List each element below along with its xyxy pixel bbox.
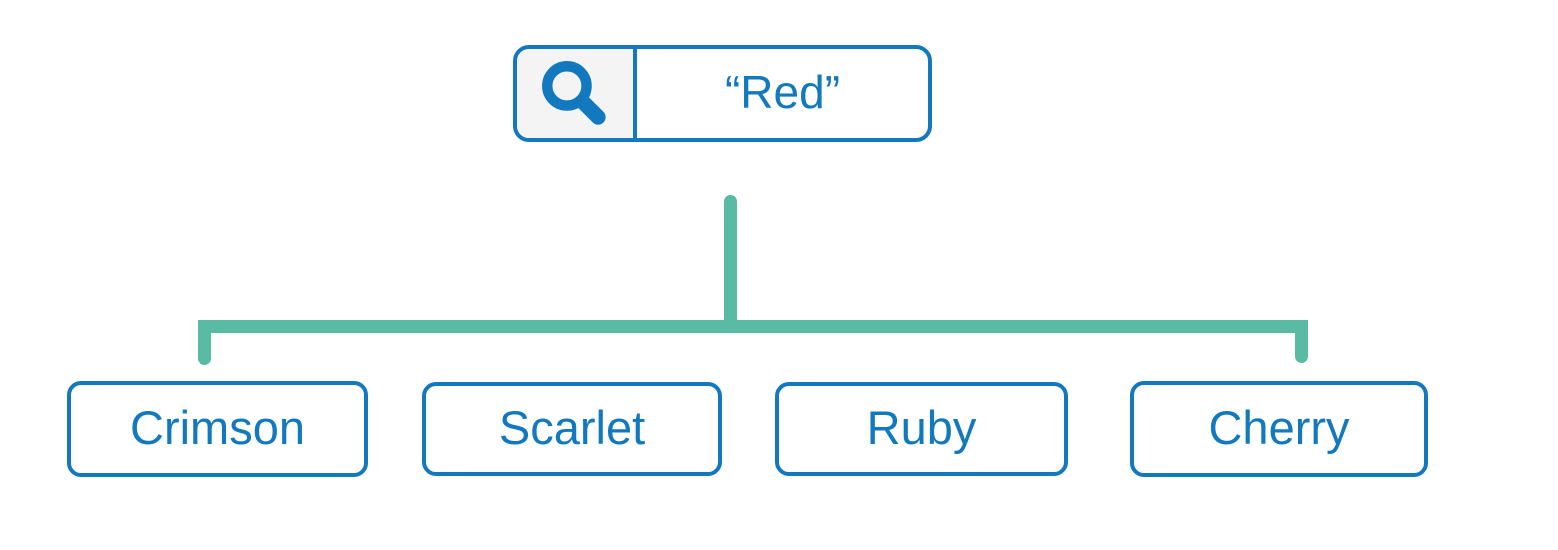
search-query-text[interactable]: “Red” [724, 65, 841, 118]
node-crimson[interactable]: Crimson [67, 381, 368, 477]
search-icon-section [517, 49, 637, 138]
node-scarlet[interactable]: Scarlet [422, 382, 722, 476]
tree-connector-stub-right [1295, 320, 1308, 363]
node-ruby[interactable]: Ruby [775, 382, 1068, 476]
node-cherry[interactable]: Cherry [1130, 381, 1428, 477]
search-box[interactable]: “Red” [513, 45, 932, 142]
search-icon [542, 60, 606, 125]
tree-connector-stub-left [198, 320, 211, 365]
tree-connector-branch [198, 320, 1308, 333]
tree-connector-stem [724, 195, 737, 327]
